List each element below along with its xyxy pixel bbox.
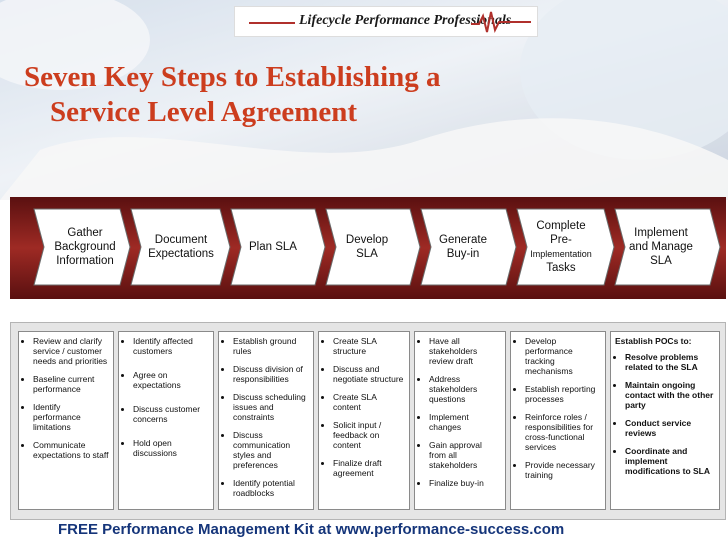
step-5-line-2: Buy-in [446,248,480,260]
detail-2-item-1: Identify affected customers [133,336,209,356]
detail-column-4: Create SLA structure Discuss and negotia… [318,331,410,510]
detail-column-3: Establish ground rules Discuss division … [218,331,314,510]
detail-3-item-5: Identify potential roadblocks [233,478,309,498]
step-arrows [33,208,721,286]
step-arrow-6 [516,208,615,286]
detail-7-item-1: Resolve problems related to the SLA [625,352,715,372]
logo-rule [249,22,295,24]
step-3: Plan SLA [226,210,320,284]
detail-4-item-5: Finalize draft agreement [333,458,405,478]
detail-7-heading: Establish POCs to: [615,336,692,346]
page-title: Seven Key Steps to Establishing a Servic… [24,60,564,130]
step-5-line-1: Generate [439,234,487,246]
detail-5-item-5: Finalize buy-in [429,478,501,488]
detail-6-item-2: Establish reporting processes [525,384,601,404]
detail-1-item-4: Communicate expectations to staff [33,440,109,460]
heartbeat-icon [471,11,531,33]
step-7-line-1: Implement [634,227,688,239]
detail-column-2: Identify affected customers Agree on exp… [118,331,214,510]
step-6-line-4: Tasks [546,262,576,274]
detail-5-item-3: Implement changes [429,412,501,432]
step-1-line-3: Information [56,255,114,267]
detail-column-1: Review and clarify service / customer ne… [18,331,114,510]
detail-column-6: Develop performance tracking mechanisms … [510,331,606,510]
detail-4-item-2: Discuss and negotiate structure [333,364,405,384]
step-4-line-1: Develop [345,234,389,246]
step-2-line-2: Expectations [148,248,214,260]
detail-1-item-1: Review and clarify service / customer ne… [33,336,109,366]
detail-2-item-4: Hold open discussions [133,438,209,458]
step-7-line-2: and Manage [629,241,693,253]
detail-3-item-4: Discuss communication styles and prefere… [233,430,309,470]
step-2-line-1: Document [154,234,208,246]
detail-column-5: Have all stakeholders review draft Addre… [414,331,506,510]
footer-promo: FREE Performance Management Kit at www.p… [58,521,565,538]
step-6-line-1: Complete [536,220,586,232]
detail-6-item-4: Provide necessary training [525,460,601,480]
detail-2-item-2: Agree on expectations [133,370,209,390]
step-4-line-2: SLA [356,248,378,260]
step-7-line-3: SLA [650,255,672,267]
detail-3-item-3: Discuss scheduling issues and constraint… [233,392,309,422]
detail-column-7: Establish POCs to: Resolve problems rela… [610,331,720,510]
company-logo: Lifecycle Performance Professionals [234,6,538,37]
step-1-line-2: Background [54,241,116,253]
logo-text: Lifecycle Performance Professionals [299,13,512,28]
step-1-line-1: Gather [67,227,103,239]
step-arrow-1 [33,208,131,286]
detail-5-item-1: Have all stakeholders review draft [429,336,501,366]
detail-6-item-3: Reinforce roles / responsibilities for c… [525,412,601,452]
detail-4-item-3: Create SLA content [333,392,405,412]
step-arrow-2 [130,208,231,286]
detail-5-item-2: Address stakeholders questions [429,374,501,404]
detail-4-item-4: Solicit input / feedback on content [333,420,405,450]
step-arrow-7 [614,208,721,286]
detail-6-item-1: Develop performance tracking mechanisms [525,336,601,376]
detail-1-item-2: Baseline current performance [33,374,109,394]
detail-3-item-2: Discuss division of responsibilities [233,364,309,384]
detail-1-item-3: Identify performance limitations [33,402,109,432]
step-3-line-1: Plan SLA [249,241,297,253]
detail-7-item-4: Coordinate and implement modifications t… [625,446,715,476]
detail-4-item-1: Create SLA structure [333,336,405,356]
title-line-1: Seven Key Steps to Establishing a [24,61,441,93]
step-6-line-2: Pre- [550,234,572,246]
title-line-2: Service Level Agreement [50,96,358,128]
detail-3-item-1: Establish ground rules [233,336,309,356]
step-6-line-3: Implementation [530,249,592,259]
step-arrow-3 [230,208,326,286]
step-arrow-5 [420,208,517,286]
step-arrow-4 [325,208,421,286]
detail-2-item-3: Discuss customer concerns [133,404,209,424]
detail-5-item-4: Gain approval from all stakeholders [429,440,501,470]
detail-7-item-2: Maintain ongoing contact with the other … [625,380,715,410]
detail-7-item-3: Conduct service reviews [625,418,715,438]
